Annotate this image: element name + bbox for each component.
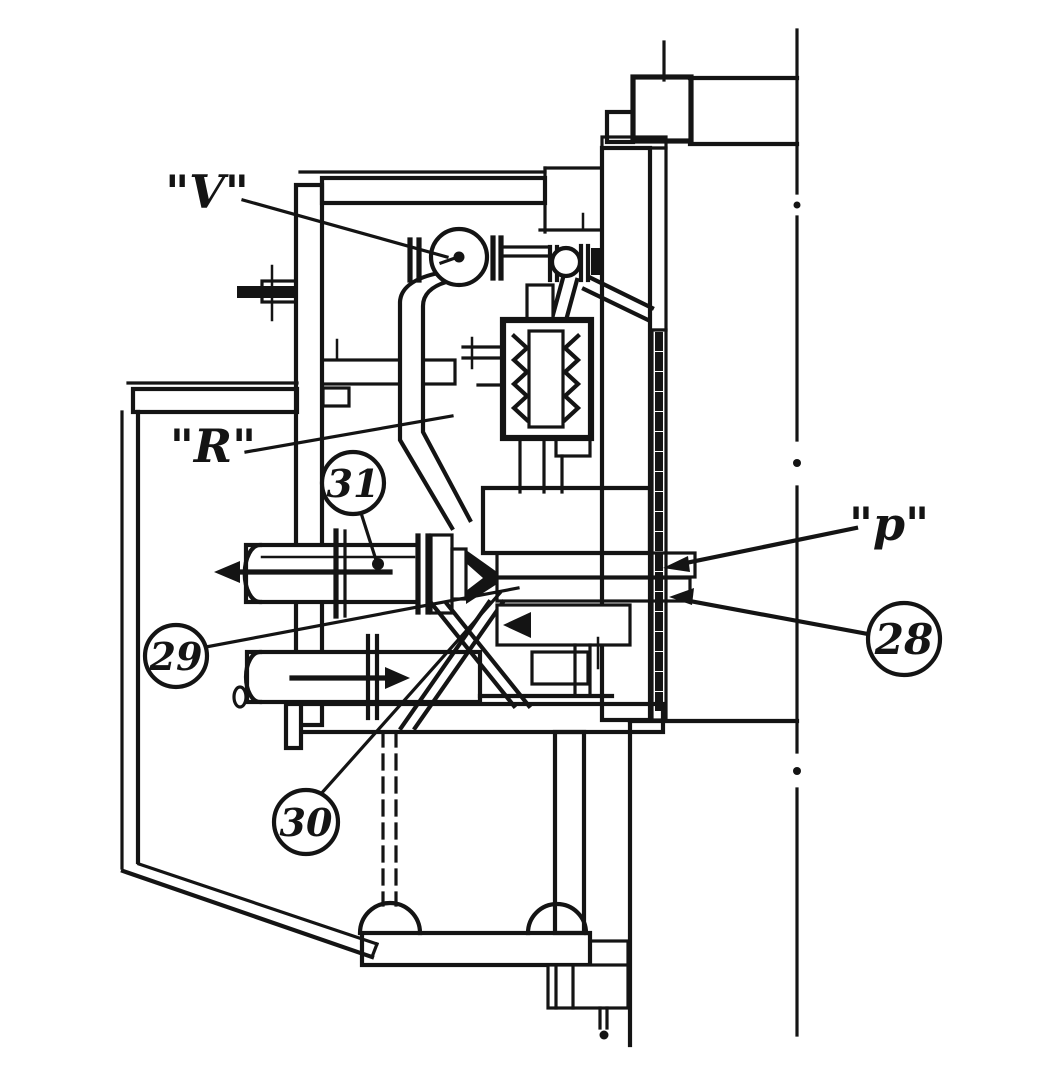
- r-pipe-body: [400, 290, 470, 528]
- callout-28-number: 28: [874, 615, 933, 664]
- mounting-wall: [599, 145, 653, 723]
- base-bar: [359, 930, 593, 968]
- balloon-29: [142, 622, 210, 690]
- callout-31-number: 31: [327, 461, 380, 506]
- leader-v: [241, 198, 449, 259]
- tank-top-plate: [130, 386, 300, 415]
- wall-stud: [237, 264, 298, 322]
- plunger: [527, 329, 565, 429]
- phantom-centerline: [793, 28, 801, 1037]
- top-flange-step: [604, 109, 636, 145]
- floor-left-lip: [283, 701, 304, 751]
- callout-30-number: 30: [280, 800, 333, 845]
- callout-29-number: 29: [149, 634, 203, 679]
- port-label-p: "p": [849, 497, 929, 551]
- leader-31: [359, 513, 384, 570]
- flow-arrow-left: [214, 561, 393, 583]
- spring-left: [510, 333, 531, 423]
- base-bar-step: [588, 939, 630, 969]
- balloon-31: [319, 449, 387, 517]
- port-label-r: "R": [170, 419, 256, 473]
- leader-28: [669, 588, 871, 637]
- port-label-v: "V": [165, 165, 249, 219]
- chamber-top-plate: [319, 175, 548, 206]
- shelf-plate: [320, 358, 457, 386]
- shelf-bracket: [321, 386, 351, 408]
- cylinder-pointer: [503, 612, 531, 638]
- leader-29: [204, 586, 520, 649]
- top-flange-block: [630, 74, 694, 144]
- bearing-block: [480, 485, 653, 556]
- leader-r: [244, 414, 454, 454]
- suction-pipe-upper: [214, 528, 497, 619]
- valve-cone: [466, 550, 497, 604]
- lower-bushing: [530, 650, 590, 686]
- balloon-28: [865, 600, 943, 678]
- chamber-left-wall: [293, 182, 325, 728]
- valve-knob-small: [549, 245, 583, 279]
- mounting-wall-edge: [648, 146, 668, 332]
- flow-arrow-right: [289, 667, 410, 689]
- upper-chamber: [237, 166, 604, 728]
- inner-shelf: [320, 338, 457, 408]
- callout-balloons: 31 29 30 28 "V" "R" "p": [142, 165, 943, 857]
- post-foot-arc: [357, 900, 423, 936]
- shaft-assembly: [477, 485, 697, 699]
- spring-right: [561, 333, 582, 423]
- housing-cap: [525, 283, 555, 323]
- balloon-30: [271, 787, 341, 857]
- drain-drop: [232, 685, 248, 709]
- anchor-pin: [586, 274, 655, 311]
- callout-leaders: [204, 198, 871, 798]
- leader-30: [317, 590, 503, 798]
- chamber-floor: [283, 701, 666, 751]
- left-tank: [120, 381, 380, 960]
- bottom-supports: [357, 729, 630, 1040]
- base-bracket: [546, 963, 630, 1040]
- spring-valve-housing: [461, 283, 595, 494]
- machine-frame-right: [599, 28, 801, 1048]
- leader-p: [663, 525, 859, 572]
